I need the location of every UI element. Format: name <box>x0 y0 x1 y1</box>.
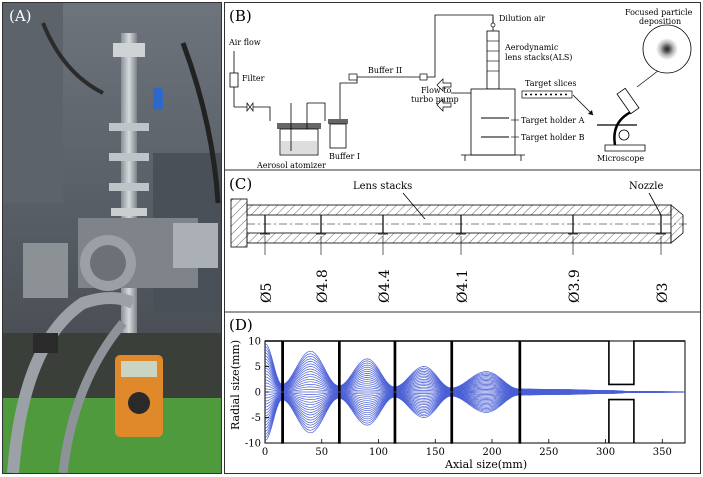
tube-wall-bottom <box>246 232 672 244</box>
panel-c-diagram: (C) Lens stacks Nozzle Ø5 Ø4.8 Ø4.4 Ø4.1 Ø3.… <box>229 175 687 303</box>
buffer-2-to-als <box>427 14 494 78</box>
focused-label-line1: Focused particle <box>625 8 693 17</box>
buffer-1-label: Buffer I <box>329 152 360 161</box>
microscope-icon <box>597 87 646 152</box>
diameter-labels: Ø5 Ø4.8 Ø4.4 Ø4.1 Ø3.9 Ø3 <box>259 269 671 303</box>
buffer-1-cap <box>328 119 348 124</box>
x-tick-label-50: 50 <box>315 447 328 458</box>
lab-apparatus-photo <box>3 3 221 473</box>
diameter-label-6: Ø3 <box>655 283 671 303</box>
vacuum-chamber <box>470 88 516 156</box>
filter-box <box>229 72 239 88</box>
als-label-line1: Aerodynamic <box>504 43 559 52</box>
y-tick-label-0: 0 <box>255 388 261 399</box>
aerosol-atomizer-label: Aerosol atomizer <box>256 161 326 170</box>
panel-d-label: (D) <box>229 316 253 334</box>
trajectory-upper-16 <box>264 343 684 393</box>
y-tick-label-5: 5 <box>255 362 261 373</box>
deposition-spot <box>656 38 678 60</box>
target-slices-label: Target slices <box>525 79 576 88</box>
als-column <box>486 30 500 90</box>
diameter-label-4: Ø4.1 <box>455 269 471 303</box>
x-tick-label-100: 100 <box>369 447 388 458</box>
diameter-label-1: Ø5 <box>259 283 275 303</box>
buffer-1-out <box>339 82 347 119</box>
nozzle-body <box>670 204 684 244</box>
als-label-line2: lens stacks(ALS) <box>505 53 572 62</box>
nozzle-geometry-outline-lower <box>608 398 635 443</box>
y-tick-label--5: -5 <box>251 413 261 424</box>
x-tick-label-250: 250 <box>539 447 558 458</box>
inlet-flange <box>230 198 248 248</box>
dilution-air-valve-icon <box>490 22 496 28</box>
schematic-canvas: (B) Air flow Filter Aerosol atomizer Buf… <box>225 7 700 471</box>
x-tick-label-200: 200 <box>482 447 501 458</box>
valve-icon <box>246 101 254 113</box>
x-tick-label-150: 150 <box>426 447 445 458</box>
flow-arrow-lower <box>436 98 452 112</box>
y-axis-label: Radial size(mm) <box>229 340 242 430</box>
feed-line <box>234 106 271 121</box>
diameter-label-3: Ø4.4 <box>377 269 393 303</box>
flow-label-line2: turbo pump <box>411 95 459 104</box>
target-holder-a-label: Target holder A <box>521 116 585 125</box>
buffer-2-label: Buffer II <box>368 66 402 75</box>
diameter-label-2: Ø4.8 <box>315 269 331 303</box>
flow-label-line1: Flow to <box>421 86 452 95</box>
atomizer-cap <box>277 123 321 129</box>
panel-b-label: (B) <box>229 7 252 25</box>
panel-b-diagram: (B) Air flow Filter Aerosol atomizer Buf… <box>228 7 693 170</box>
panel-d-chart: (D) 0 50 100 150 200 250 300 350 -10 -5 0 5 10Axial … <box>229 316 686 471</box>
lens-stacks-label: Lens stacks <box>353 181 412 192</box>
panels-b-c-d: (B) Air flow Filter Aerosol atomizer Buf… <box>224 2 701 474</box>
buffer-2-line <box>347 76 425 84</box>
flow-arrow-upper <box>436 78 452 92</box>
slice-to-microscope-arrow <box>572 94 594 116</box>
x-tick-label-0: 0 <box>262 447 268 458</box>
lens-aperture-marks <box>260 215 666 255</box>
nozzle-label: Nozzle <box>629 181 664 192</box>
x-tick-label-350: 350 <box>653 447 672 458</box>
y-tick-label-10: 10 <box>248 337 261 348</box>
focused-label-line2: deposition <box>639 17 681 26</box>
target-holder-b-label: Target holder B <box>521 133 585 142</box>
atomizer-liquid <box>281 141 317 154</box>
panel-a-label: (A) <box>9 7 32 25</box>
diameter-label-5: Ø3.9 <box>567 269 583 303</box>
buffer-1-vessel <box>329 123 347 149</box>
arrowhead-microscope <box>588 110 593 115</box>
x-axis-label: Axial size(mm) <box>444 458 527 471</box>
dilution-air-label: Dilution air <box>499 14 545 23</box>
x-tick-label-300: 300 <box>596 447 615 458</box>
y-tick-label--10: -10 <box>245 439 261 450</box>
trajectory-lower-16 <box>264 391 684 441</box>
microscope-label: Microscope <box>597 154 644 163</box>
air-flow-label: Air flow <box>228 38 261 47</box>
panel-c-label: (C) <box>229 175 252 193</box>
buffer-2-left-connector <box>348 73 358 81</box>
atomizer-to-buffer <box>307 102 326 121</box>
filter-label: Filter <box>242 74 265 83</box>
panel-a-photo: (A) <box>2 2 222 474</box>
buffer-2-right-connector <box>419 73 428 81</box>
tube-wall-top <box>246 204 672 216</box>
